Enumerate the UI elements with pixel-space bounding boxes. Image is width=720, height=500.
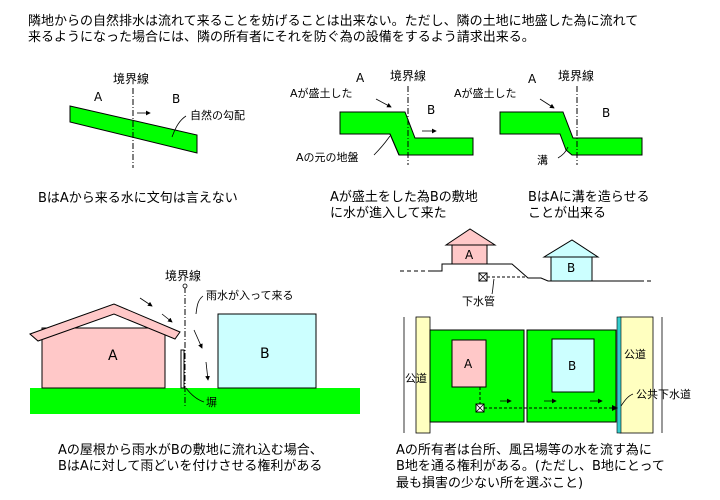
- rain-arrow-3: [193, 329, 203, 349]
- lot-b-label: B: [602, 106, 610, 120]
- section-house-b: [550, 254, 593, 282]
- fill-arrow: [539, 98, 555, 109]
- orig-ground-label: Aの元の地盤: [296, 151, 359, 164]
- panel2-caption-line-1: Aが盛土をした為Bの敷地: [330, 190, 478, 205]
- sewer-pipe-label: 下水管: [462, 294, 495, 308]
- intro-text: 隣地からの自然排水は流れて来ることを妨げることは出来ない。ただし、隣の土地に地盛…: [28, 14, 638, 47]
- panel5-caption-line-3: 最も損害の少ない所を選ぶこと): [396, 475, 584, 491]
- panel-ditch: 境界線 A B Aが盛土した 溝: [454, 68, 643, 167]
- rain-leader: [195, 295, 204, 315]
- fence-leader: [185, 387, 205, 403]
- house-a-roof: [29, 303, 181, 342]
- lot-b-label: B: [427, 103, 435, 117]
- fill-label: Aが盛土した: [290, 86, 353, 100]
- section-house-a-roof: [444, 228, 497, 246]
- panel4-caption-line-2: BはAに対して雨どいを付けさせる権利がある: [58, 459, 323, 475]
- lot-a-label: A: [94, 90, 103, 104]
- section-house-a-label: A: [465, 248, 474, 262]
- panel2-caption-line-2: に水が進入して来た: [330, 206, 447, 222]
- slope-label: 自然の勾配: [190, 108, 245, 122]
- rain-arrow-4: [205, 361, 210, 381]
- ditch-leader: [557, 146, 569, 159]
- lot-b-label: B: [172, 92, 180, 106]
- panel3-caption: BはAに溝を造らせる ことが出来る: [528, 190, 650, 223]
- road-left-label: 公道: [405, 371, 427, 385]
- public-sewer-label: 公共下水道: [636, 387, 691, 401]
- ditch-label: 溝: [537, 154, 548, 167]
- section-house-b-label: B: [567, 261, 575, 275]
- house-a-label: A: [108, 348, 118, 364]
- rain-label: 雨水が入って来る: [206, 288, 293, 302]
- lot-a-label: A: [356, 71, 365, 85]
- panel2-caption: Aが盛土をした為Bの敷地 に水が進入して来た: [330, 190, 478, 223]
- boundary-label: 境界線: [390, 68, 426, 83]
- panel1-caption: BはAから来る水に文句は言えない: [38, 191, 238, 207]
- panel5-caption-line-2: B地を通る権利がある。(ただし、B地にとって: [396, 459, 665, 475]
- panel-roof-rainwater: A B 境界線 雨水が入って来る 塀: [29, 268, 360, 414]
- panel5-caption-line-1: Aの所有者は台所、風呂場等の水を流す為に: [396, 443, 652, 458]
- plan-house-b: [551, 338, 595, 393]
- house-b-label: B: [260, 346, 270, 362]
- fence-label: 塀: [206, 396, 217, 409]
- road-right-label: 公道: [624, 347, 646, 361]
- fill-label: Aが盛土した: [454, 86, 517, 100]
- original-ground-line: [340, 133, 400, 156]
- public-sewer-leader: [620, 393, 634, 407]
- raised-ground-with-ditch: [499, 111, 643, 156]
- panel1-caption-text: BはAから来る水に文句は言えない: [38, 191, 238, 206]
- rain-arrow-2: [161, 313, 173, 323]
- boundary-label: 境界線: [113, 71, 149, 86]
- boundary-top-marker: [182, 283, 188, 289]
- orig-ground-leader: [373, 135, 391, 156]
- plan-house-a: [451, 339, 487, 388]
- road-right: [619, 316, 654, 434]
- intro-line-2: 来るようになった場合には、隣の所有者にそれを防ぐ為の設備をするよう請求出来る。: [28, 30, 535, 46]
- plan-house-a-label: A: [464, 357, 473, 371]
- panel4-caption: Aの屋根から雨水がBの敷地に流れ込む場合、 BはAに対して雨どいを付けさせる権利…: [58, 443, 323, 476]
- lot-a-label: A: [528, 72, 537, 86]
- house-a-body: [41, 327, 166, 389]
- ground-strip: [30, 388, 360, 414]
- intro-line-1: 隣地からの自然排水は流れて来ることを妨げることは出来ない。ただし、隣の土地に地盛…: [28, 14, 639, 29]
- panel4-caption-line-1: Aの屋根から雨水がBの敷地に流れ込む場合、: [58, 443, 323, 458]
- sewer-box-x2: [478, 272, 488, 282]
- boundary-label: 境界線: [558, 68, 594, 83]
- house-b-body: [217, 313, 317, 389]
- sewer-pipe-leader: [491, 278, 495, 295]
- panel5-caption: Aの所有者は台所、風呂場等の水を流す為に B地を通る権利がある。(ただし、B地に…: [396, 443, 665, 492]
- public-sewer-channel: [616, 316, 622, 434]
- rain-arrow-1: [139, 297, 153, 307]
- panel-natural-slope: 境界線 A B 自然の勾配: [69, 71, 245, 168]
- fence: [180, 349, 185, 389]
- slope-leader: [171, 115, 187, 138]
- boundary-label: 境界線: [165, 268, 201, 283]
- section-ground: [428, 263, 640, 282]
- panel-fill-raised: 境界線 A B Aが盛土した Aの元の地盤: [290, 68, 474, 165]
- panel-sewer-right: A B 下水管 A B 公道 公道 公共下水道: [400, 228, 691, 434]
- section-house-b-roof: [542, 239, 600, 258]
- fill-arrow: [375, 98, 392, 108]
- plan-sewer-box-x2: [475, 403, 485, 413]
- panel3-caption-line-2: ことが出来る: [528, 206, 607, 222]
- plan-house-b-label: B: [568, 359, 576, 373]
- panel3-caption-line-1: BはAに溝を造らせる: [528, 190, 650, 205]
